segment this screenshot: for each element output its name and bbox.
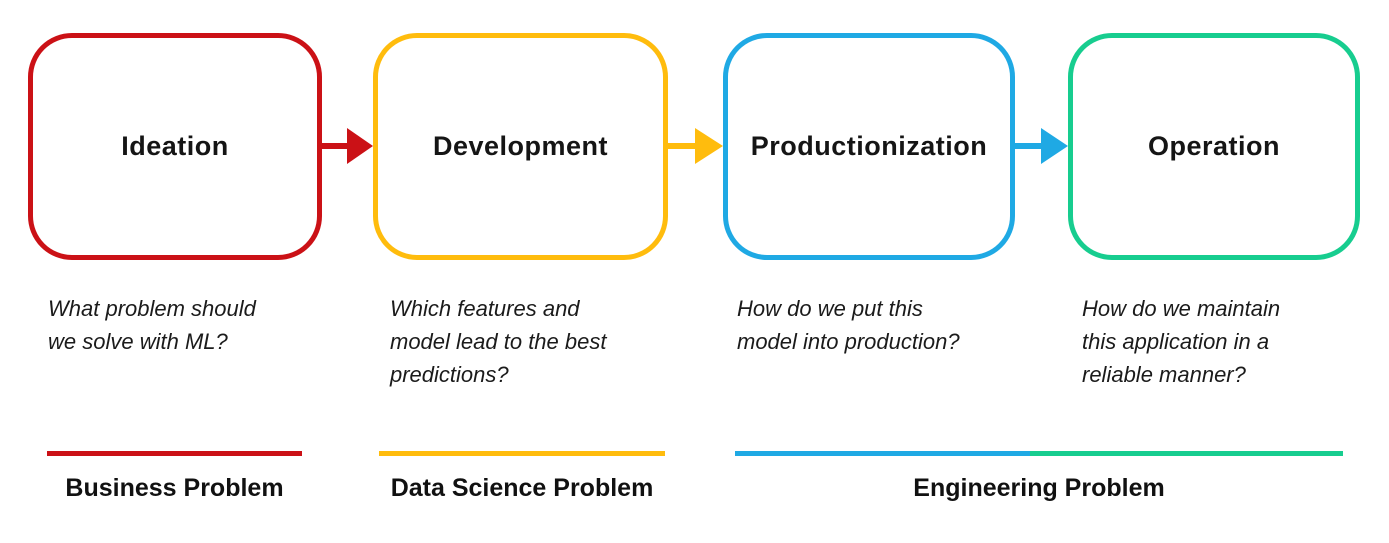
category-line-engineering-problem: [735, 451, 1343, 456]
stage-title-productionization: Productionization: [750, 131, 988, 161]
stage-box-operation: Operation: [1068, 33, 1360, 260]
question-ideation: What problem should we solve with ML?: [48, 296, 256, 354]
stage-title-operation: Operation: [1147, 131, 1280, 161]
stage-title-development: Development: [432, 131, 609, 161]
category-line-data-science-problem: [379, 451, 665, 456]
category-label-data-science-problem: Data Science Problem: [390, 474, 654, 502]
stage-box-development: Development: [373, 33, 668, 260]
line-segment-green: [1030, 451, 1343, 456]
line-segment-blue: [735, 451, 1030, 456]
category-line-business-problem: [47, 451, 302, 456]
question-operation: How do we maintain this application in a…: [1082, 296, 1281, 387]
category-label-business-problem: Business Problem: [65, 474, 284, 502]
arrow-development-to-productionization-icon: [667, 128, 723, 164]
line-segment: [379, 451, 665, 456]
stage-box-productionization: Productionization: [723, 33, 1015, 260]
stage-box-ideation: Ideation: [28, 33, 322, 260]
question-development: Which features and model lead to the bes…: [390, 296, 607, 387]
line-segment: [47, 451, 302, 456]
arrow-ideation-to-development-icon: [321, 128, 373, 164]
arrow-productionization-to-operation-icon: [1014, 128, 1068, 164]
stage-title-ideation: Ideation: [121, 131, 229, 161]
category-label-engineering-problem: Engineering Problem: [913, 474, 1165, 502]
question-productionization: How do we put this model into production…: [737, 296, 960, 354]
